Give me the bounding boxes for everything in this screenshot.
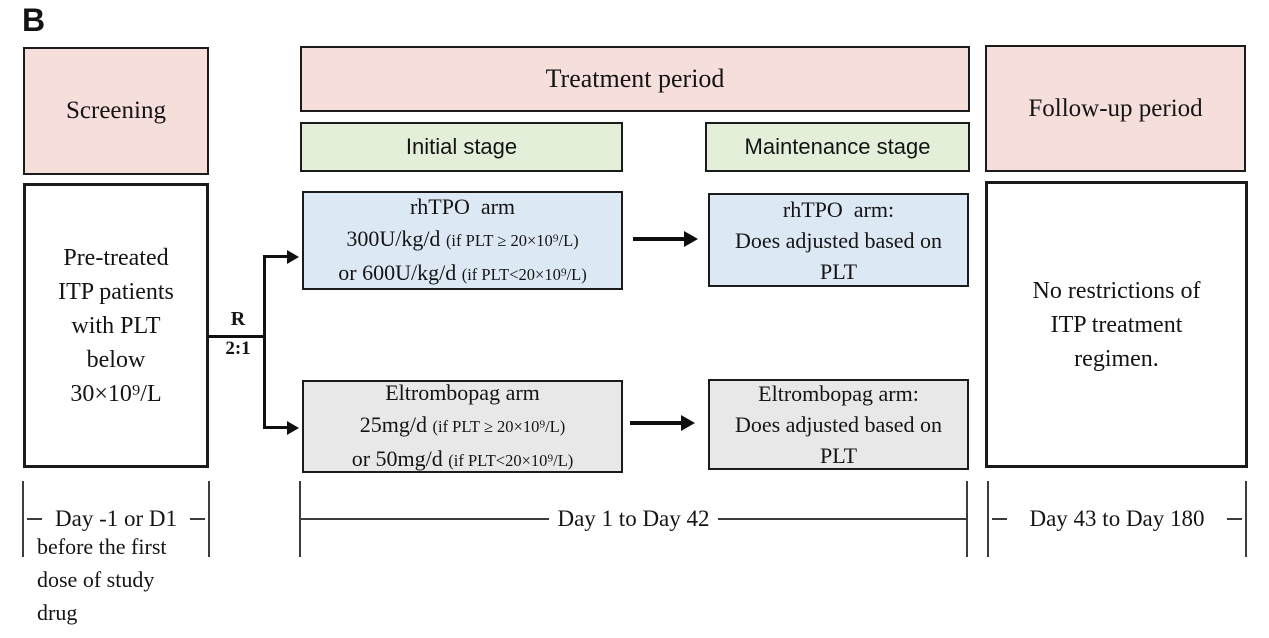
bracket-tick	[1245, 481, 1247, 557]
bracket-dash	[190, 518, 205, 520]
treatment-period-title: Treatment period	[545, 64, 725, 93]
timeline-screening-bracket: Day -1 or D1	[22, 481, 210, 557]
screening-period-title: Screening	[66, 97, 166, 124]
eltrombopag-dose-line-2: or 50mg/d (if PLT<20×10⁹/L)	[352, 443, 574, 477]
eltrombopag-maintenance-text: Eltrombopag arm: Does adjusted based on …	[734, 381, 943, 468]
randomization-ratio: 2:1	[225, 338, 251, 359]
followup-period-title: Follow-up period	[1028, 94, 1203, 122]
eltrombopag-maintenance-box: Eltrombopag arm: Does adjusted based on …	[708, 379, 969, 470]
rhtpo-dose-1-note: (if PLT ≥ 20×10⁹/L)	[445, 230, 579, 250]
eltrombopag-dose-2: or 50mg/d	[351, 445, 443, 471]
screening-period-header: Screening	[23, 47, 209, 175]
eltrombopag-arm-title: Eltrombopag arm	[385, 379, 540, 405]
rhtpo-dose-line-2: or 600U/kg/d (if PLT<20×10⁹/L)	[338, 257, 587, 291]
bracket-line	[717, 518, 966, 520]
followup-restrictions-text: No restrictions of ITP treatment regimen…	[1032, 277, 1201, 372]
timeline-treatment-label: Day 1 to Day 42	[557, 506, 710, 531]
bracket-dash	[992, 518, 1007, 520]
eltrombopag-dose-1: 25mg/d	[359, 411, 427, 437]
bracket-tick	[22, 481, 24, 557]
bracket-dash	[27, 518, 42, 520]
rhtpo-dose-line-1: 300U/kg/d (if PLT ≥ 20×10⁹/L)	[346, 223, 578, 257]
eltrombopag-dose-1-note: (if PLT ≥ 20×10⁹/L)	[432, 416, 566, 436]
rhtpo-dose-2-note: (if PLT<20×10⁹/L)	[461, 264, 587, 284]
bracket-tick	[299, 481, 301, 557]
rhtpo-dose-1: 300U/kg/d	[346, 225, 441, 251]
bracket-dash	[1227, 518, 1242, 520]
branch-arrow-eltrombopag-icon	[263, 426, 287, 429]
initial-stage-label: Initial stage	[405, 134, 518, 159]
randomization-label: R	[230, 308, 246, 330]
maintenance-stage-label: Maintenance stage	[744, 134, 931, 159]
bracket-tick	[966, 481, 968, 557]
rhtpo-flow-arrow-icon	[633, 237, 685, 241]
screening-timing-note: before the first dose of study drug	[37, 534, 167, 625]
timeline-followup-label: Day 43 to Day 180	[1029, 506, 1205, 531]
screening-patients-box: Pre-treated ITP patients with PLT below …	[23, 183, 209, 468]
initial-stage-box: Initial stage	[300, 122, 623, 172]
randomization-connector-line	[208, 335, 266, 338]
eltrombopag-initial-box: Eltrombopag arm 25mg/d (if PLT ≥ 20×10⁹/…	[302, 380, 623, 473]
figure-panel-label: B	[22, 2, 46, 38]
eltrombopag-dose-line-1: 25mg/d (if PLT ≥ 20×10⁹/L)	[360, 409, 565, 443]
maintenance-stage-box: Maintenance stage	[705, 122, 970, 172]
rhtpo-maintenance-text: rhTPO arm: Does adjusted based on PLT	[734, 196, 943, 284]
timeline-treatment-bracket: Day 1 to Day 42	[299, 481, 968, 557]
timeline-screening-label: Day -1 or D1	[55, 506, 177, 531]
timeline-followup-bracket: Day 43 to Day 180	[987, 481, 1247, 557]
rhtpo-dose-2: or 600U/kg/d	[338, 259, 457, 285]
rhtpo-maintenance-box: rhTPO arm: Does adjusted based on PLT	[708, 193, 969, 287]
screening-patients-text: Pre-treated ITP patients with PLT below …	[58, 244, 174, 407]
rhtpo-initial-box: rhTPO arm 300U/kg/d (if PLT ≥ 20×10⁹/L) …	[302, 191, 623, 290]
eltrombopag-dose-2-note: (if PLT<20×10⁹/L)	[448, 450, 574, 470]
rhtpo-arm-title: rhTPO arm	[409, 193, 516, 219]
bracket-tick	[208, 481, 210, 557]
branch-arrow-rhtpo-icon	[263, 255, 287, 258]
eltrombopag-flow-arrow-icon	[630, 421, 682, 425]
followup-restrictions-box: No restrictions of ITP treatment regimen…	[985, 181, 1248, 468]
randomization-branch-line	[263, 255, 266, 429]
treatment-period-banner: Treatment period	[300, 46, 970, 112]
bracket-line	[301, 518, 550, 520]
followup-period-header: Follow-up period	[985, 45, 1246, 172]
bracket-tick	[987, 481, 989, 557]
